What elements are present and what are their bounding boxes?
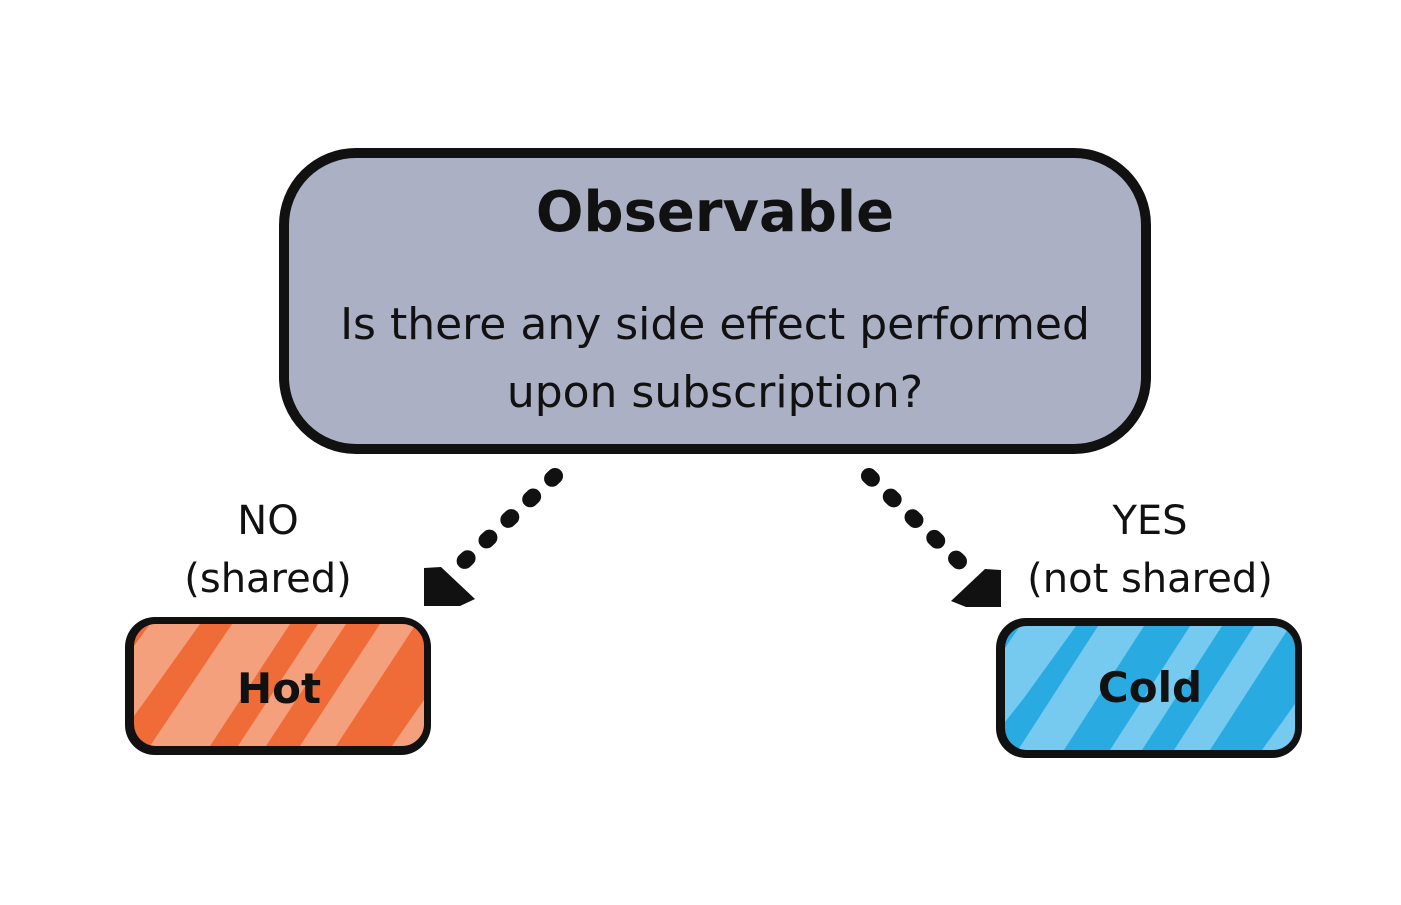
hot-stripe — [238, 624, 346, 746]
hot-label: Hot — [237, 664, 321, 713]
question-line-2: upon subscription? — [507, 367, 923, 418]
cold-stripe — [1110, 626, 1222, 750]
cold-stripe — [1018, 626, 1144, 750]
cold-stripes — [1005, 626, 1295, 750]
question-line-1: Is there any side effect performed — [340, 299, 1090, 350]
hot-stripe — [150, 624, 290, 746]
hot-stripe — [392, 700, 424, 746]
yes-label: YES (not shared) — [1027, 498, 1273, 602]
arrow-to-hot-shaft — [447, 468, 563, 578]
yes-detail: (not shared) — [1027, 556, 1273, 602]
observable-title: Observable — [536, 180, 894, 245]
arrow-to-cold-shaft — [861, 468, 974, 576]
hot-stripe — [300, 624, 416, 746]
no-detail: (shared) — [184, 556, 351, 602]
arrow-to-cold — [861, 468, 1001, 607]
hot-stripes — [134, 624, 424, 746]
hot-stripe — [134, 624, 200, 716]
arrow-to-hot — [424, 468, 563, 606]
no-label: NO (shared) — [184, 498, 351, 602]
yes-answer: YES — [1111, 498, 1187, 544]
arrow-to-hot-head — [424, 567, 475, 606]
observable-node: Observable Is there any side effect perf… — [279, 148, 1151, 454]
no-answer: NO — [237, 498, 298, 544]
cold-stripe — [1262, 704, 1295, 750]
hot-node: Hot — [125, 617, 431, 755]
cold-node: Cold — [996, 618, 1302, 758]
cold-stripe — [1174, 626, 1290, 750]
cold-stripe — [1005, 626, 1076, 722]
cold-label: Cold — [1098, 663, 1202, 712]
arrow-to-cold-head — [951, 569, 1001, 607]
observable-box — [279, 148, 1151, 454]
